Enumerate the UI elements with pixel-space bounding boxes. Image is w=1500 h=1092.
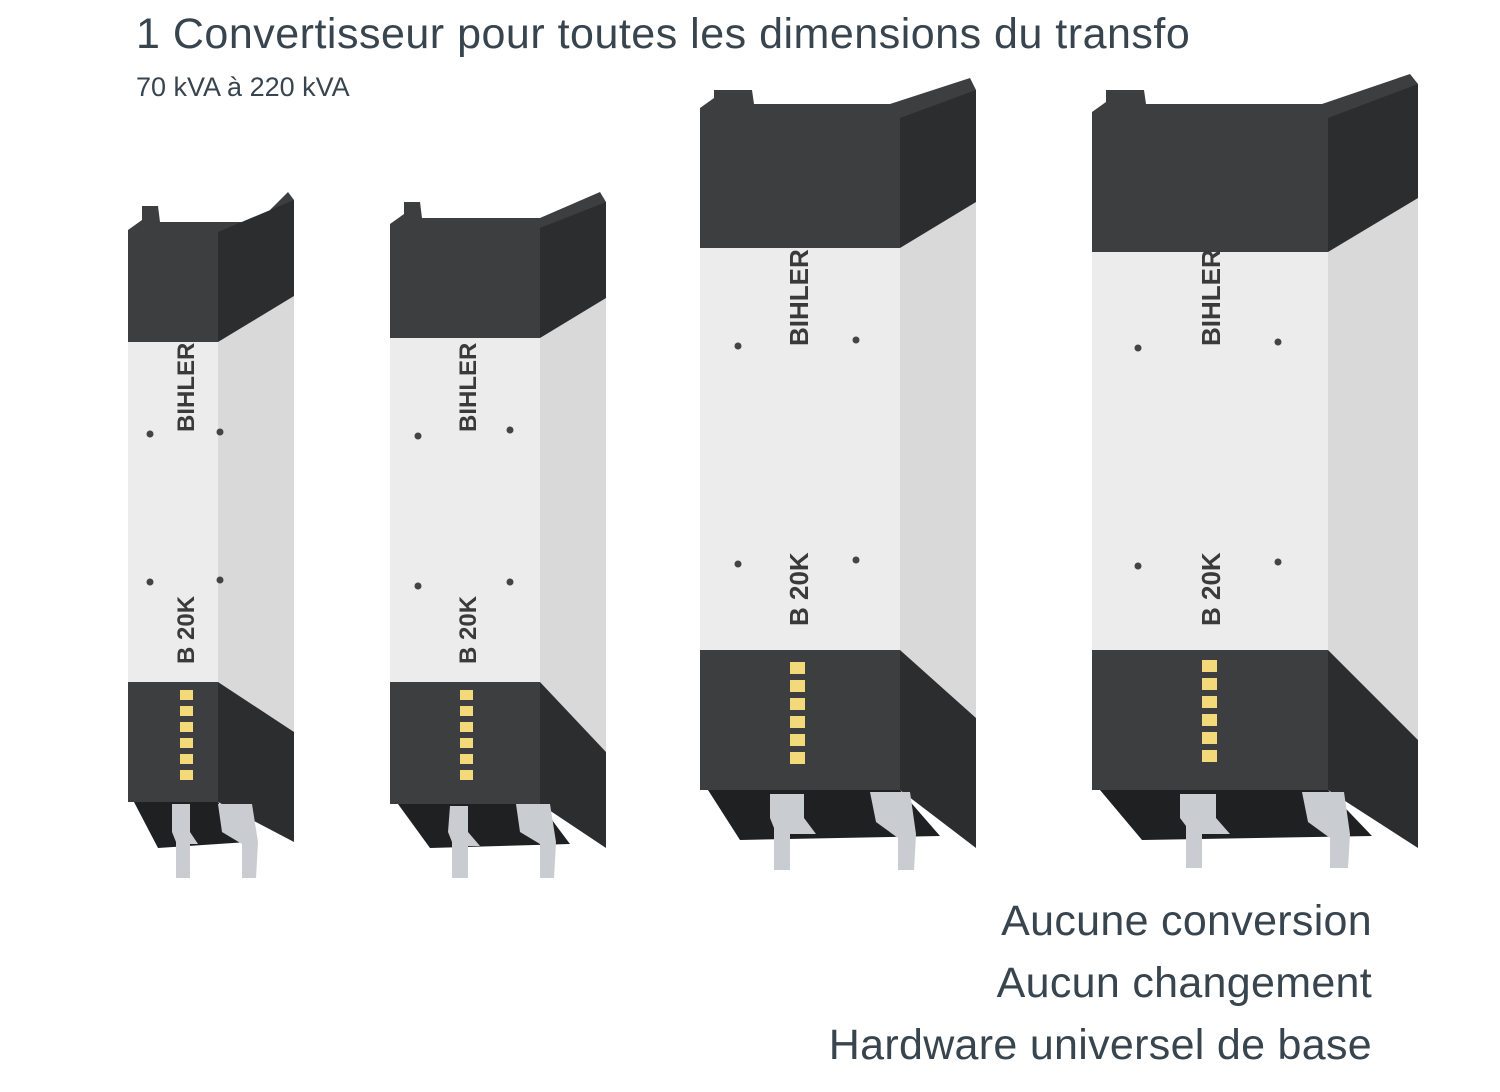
converter-module-1: BIHLER B 20K <box>128 192 298 882</box>
brand-label: BIHLER <box>455 343 482 432</box>
feature-captions: Aucune conversion Aucun changement Hardw… <box>829 890 1372 1076</box>
model-label: B 20K <box>173 595 200 664</box>
status-led-column <box>1202 660 1217 762</box>
converter-module-3: BIHLER B 20K <box>700 78 980 878</box>
model-label: B 20K <box>1196 552 1226 626</box>
converter-module-1-drawing: BIHLER B 20K <box>128 192 294 878</box>
status-led-column <box>460 690 473 780</box>
brand-label: BIHLER <box>1196 249 1226 346</box>
status-led-column <box>790 662 805 764</box>
converter-module-4-drawing: BIHLER B 20K <box>1092 74 1418 868</box>
status-led-column <box>180 690 193 780</box>
caption-no-change: Aucun changement <box>996 959 1372 1007</box>
caption-no-conversion: Aucune conversion <box>1001 897 1372 945</box>
page-subtitle: 70 kVA à 220 kVA <box>136 72 350 102</box>
caption-universal-hardware: Hardware universel de base <box>828 1021 1372 1069</box>
converter-module-4: BIHLER B 20K <box>1092 74 1422 874</box>
brand-label: BIHLER <box>173 343 200 432</box>
brand-label: BIHLER <box>784 249 814 346</box>
page-title: 1 Convertisseur pour toutes les dimensio… <box>136 10 1191 58</box>
converter-module-2: BIHLER B 20K <box>390 192 610 882</box>
model-label: B 20K <box>455 595 482 664</box>
converter-module-2-drawing: BIHLER B 20K <box>390 192 606 878</box>
model-label: B 20K <box>784 552 814 626</box>
converter-module-3-drawing: BIHLER B 20K <box>700 78 976 870</box>
